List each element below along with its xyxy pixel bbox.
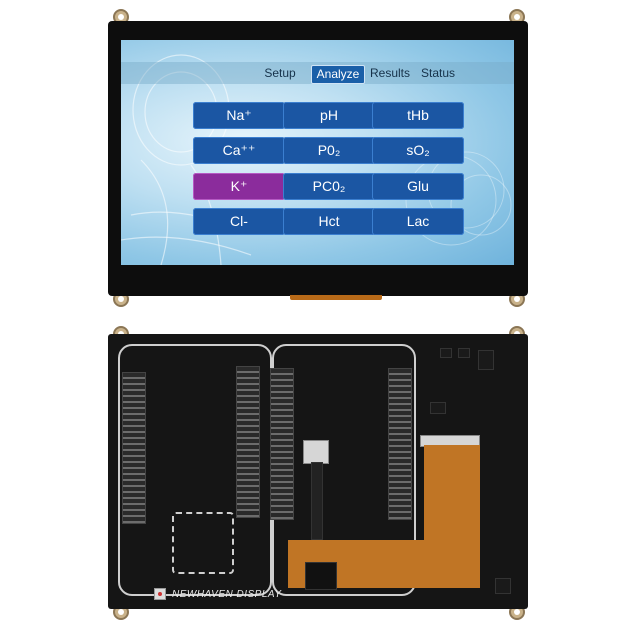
analyte-button-hct[interactable]: Hct	[283, 208, 375, 235]
analyte-button-thb[interactable]: tHb	[372, 102, 464, 129]
controller-chip	[305, 562, 337, 590]
ribbon-cable	[311, 462, 323, 540]
tab-setup[interactable]: Setup	[264, 66, 296, 80]
analyte-button-pco2[interactable]: PC0₂	[283, 173, 375, 200]
trace-outline-inner	[172, 512, 234, 574]
analyte-button-po2[interactable]: P0₂	[283, 137, 375, 164]
reset-button	[154, 588, 166, 600]
fpc-connector-small	[303, 440, 329, 464]
ic-bottom-right	[495, 578, 511, 594]
analyte-button-so2[interactable]: sO₂	[372, 137, 464, 164]
tab-analyze[interactable]: Analyze	[311, 65, 365, 84]
tab-status[interactable]: Status	[420, 66, 456, 80]
ic-top-right-2	[458, 348, 470, 358]
ic-top-right-3	[478, 350, 494, 370]
analyte-button-cl[interactable]: Cl-	[193, 208, 285, 235]
ic-top-right-1	[440, 348, 452, 358]
pin-header-3	[270, 368, 294, 520]
pin-header-4	[388, 368, 412, 520]
flex-circuit-vertical	[424, 445, 480, 557]
flex-cable-stub	[290, 295, 382, 300]
ic-mid-right	[430, 402, 446, 414]
tab-results[interactable]: Results	[369, 66, 410, 80]
analyte-button-glu[interactable]: Glu	[372, 173, 464, 200]
analyte-button-na[interactable]: Na⁺	[193, 102, 285, 129]
analyte-button-lac[interactable]: Lac	[372, 208, 464, 235]
silkscreen-brand: NEWHAVEN DISPLAY	[172, 589, 282, 600]
pin-header-1	[122, 372, 146, 524]
analyte-button-k[interactable]: K⁺	[193, 173, 285, 200]
analyte-button-ph[interactable]: pH	[283, 102, 375, 129]
pin-header-2	[236, 366, 260, 518]
touch-screen: Setup Analyze Results Status Na⁺ pH tHb …	[121, 40, 514, 265]
analyte-button-ca[interactable]: Ca⁺⁺	[193, 137, 285, 164]
